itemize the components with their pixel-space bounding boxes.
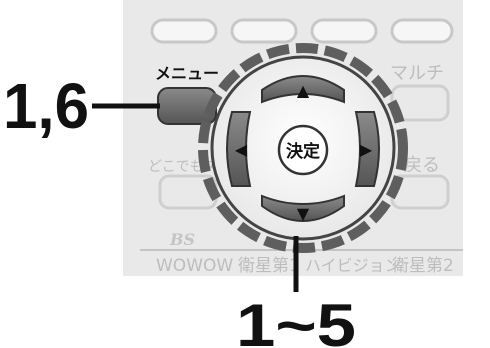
top-button-4[interactable]	[390, 18, 454, 44]
left-button[interactable]	[226, 111, 252, 187]
down-button[interactable]	[261, 194, 345, 222]
left-arrow-icon: ◀	[235, 140, 248, 159]
up-arrow-icon: ▲	[297, 81, 310, 100]
menu-label: メニュー	[155, 64, 219, 83]
down-arrow-icon: ▼	[297, 204, 310, 223]
channel-wowow-label: WOWOW	[156, 256, 233, 276]
enter-label: 決定	[286, 141, 320, 162]
channel-hivision-label: ハイビジョン	[305, 256, 401, 275]
channel-eisei1-label: 衛星第1	[238, 256, 300, 276]
channel-eisei2-label: 衛星第2	[392, 256, 454, 276]
top-button-row	[150, 18, 454, 44]
multi-label: マルチ	[390, 63, 444, 84]
top-button-3[interactable]	[310, 18, 378, 44]
right-button[interactable]	[354, 111, 380, 187]
bs-logo: BS	[169, 230, 195, 249]
dashed-highlight-ring	[198, 43, 408, 253]
navigation-pad: ▲ ▼ ◀ ▶ 決定	[198, 43, 408, 253]
up-button[interactable]	[261, 75, 345, 104]
top-button-2[interactable]	[230, 18, 298, 44]
back-label: 戻る	[404, 155, 440, 176]
enter-button[interactable]	[277, 124, 329, 176]
menu-step-callout: 1,6	[3, 70, 89, 142]
top-button-1[interactable]	[150, 18, 218, 44]
right-arrow-icon: ▶	[360, 140, 373, 159]
nav-step-callout: 1~5	[236, 292, 356, 348]
